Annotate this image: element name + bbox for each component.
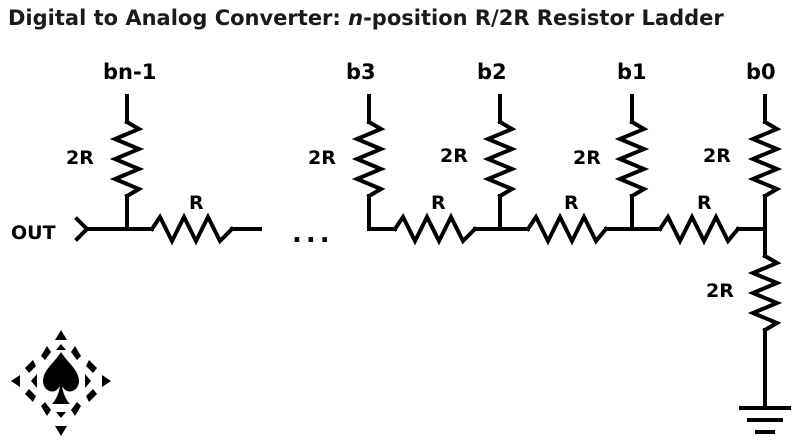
ellipsis: ... <box>292 219 334 249</box>
title-italic-n: n <box>348 6 364 30</box>
diagram-title: Digital to Analog Converter: n-position … <box>8 6 724 30</box>
resistor-2r-b3 <box>351 119 387 199</box>
ground-icon <box>739 406 791 434</box>
label-r-1: R <box>189 192 204 214</box>
label-2r-b2: 2R <box>440 145 468 167</box>
bit-label-bn-1: bn-1 <box>103 60 156 84</box>
resistor-r-3 <box>525 212 609 246</box>
bit-label-b1: b1 <box>617 60 647 84</box>
label-2r-b0: 2R <box>703 145 731 167</box>
label-r-3: R <box>564 192 579 214</box>
resistor-2r-b1 <box>614 119 650 199</box>
resistor-r-2 <box>392 212 478 246</box>
title-prefix: Digital to Analog Converter: <box>8 6 349 30</box>
label-2r-b3: 2R <box>308 147 336 169</box>
label-2r-ground: 2R <box>706 280 734 302</box>
resistor-2r-b0 <box>747 119 783 199</box>
resistor-r-1 <box>149 212 235 246</box>
label-r-4: R <box>697 192 712 214</box>
bit-label-b3: b3 <box>346 60 376 84</box>
bit-label-b2: b2 <box>477 60 507 84</box>
resistor-2r-b2 <box>482 119 518 199</box>
label-2r-bn-1: 2R <box>66 147 94 169</box>
bit-label-b0: b0 <box>746 60 776 84</box>
resistor-2r-bn-1 <box>109 119 145 199</box>
out-label: OUT <box>11 222 56 244</box>
label-r-2: R <box>431 192 446 214</box>
resistor-r-4 <box>657 212 741 246</box>
spade-icon <box>11 330 111 436</box>
title-suffix: -position R/2R Resistor Ladder <box>363 6 724 30</box>
label-2r-b1: 2R <box>573 147 601 169</box>
resistor-2r-ground <box>747 253 783 333</box>
